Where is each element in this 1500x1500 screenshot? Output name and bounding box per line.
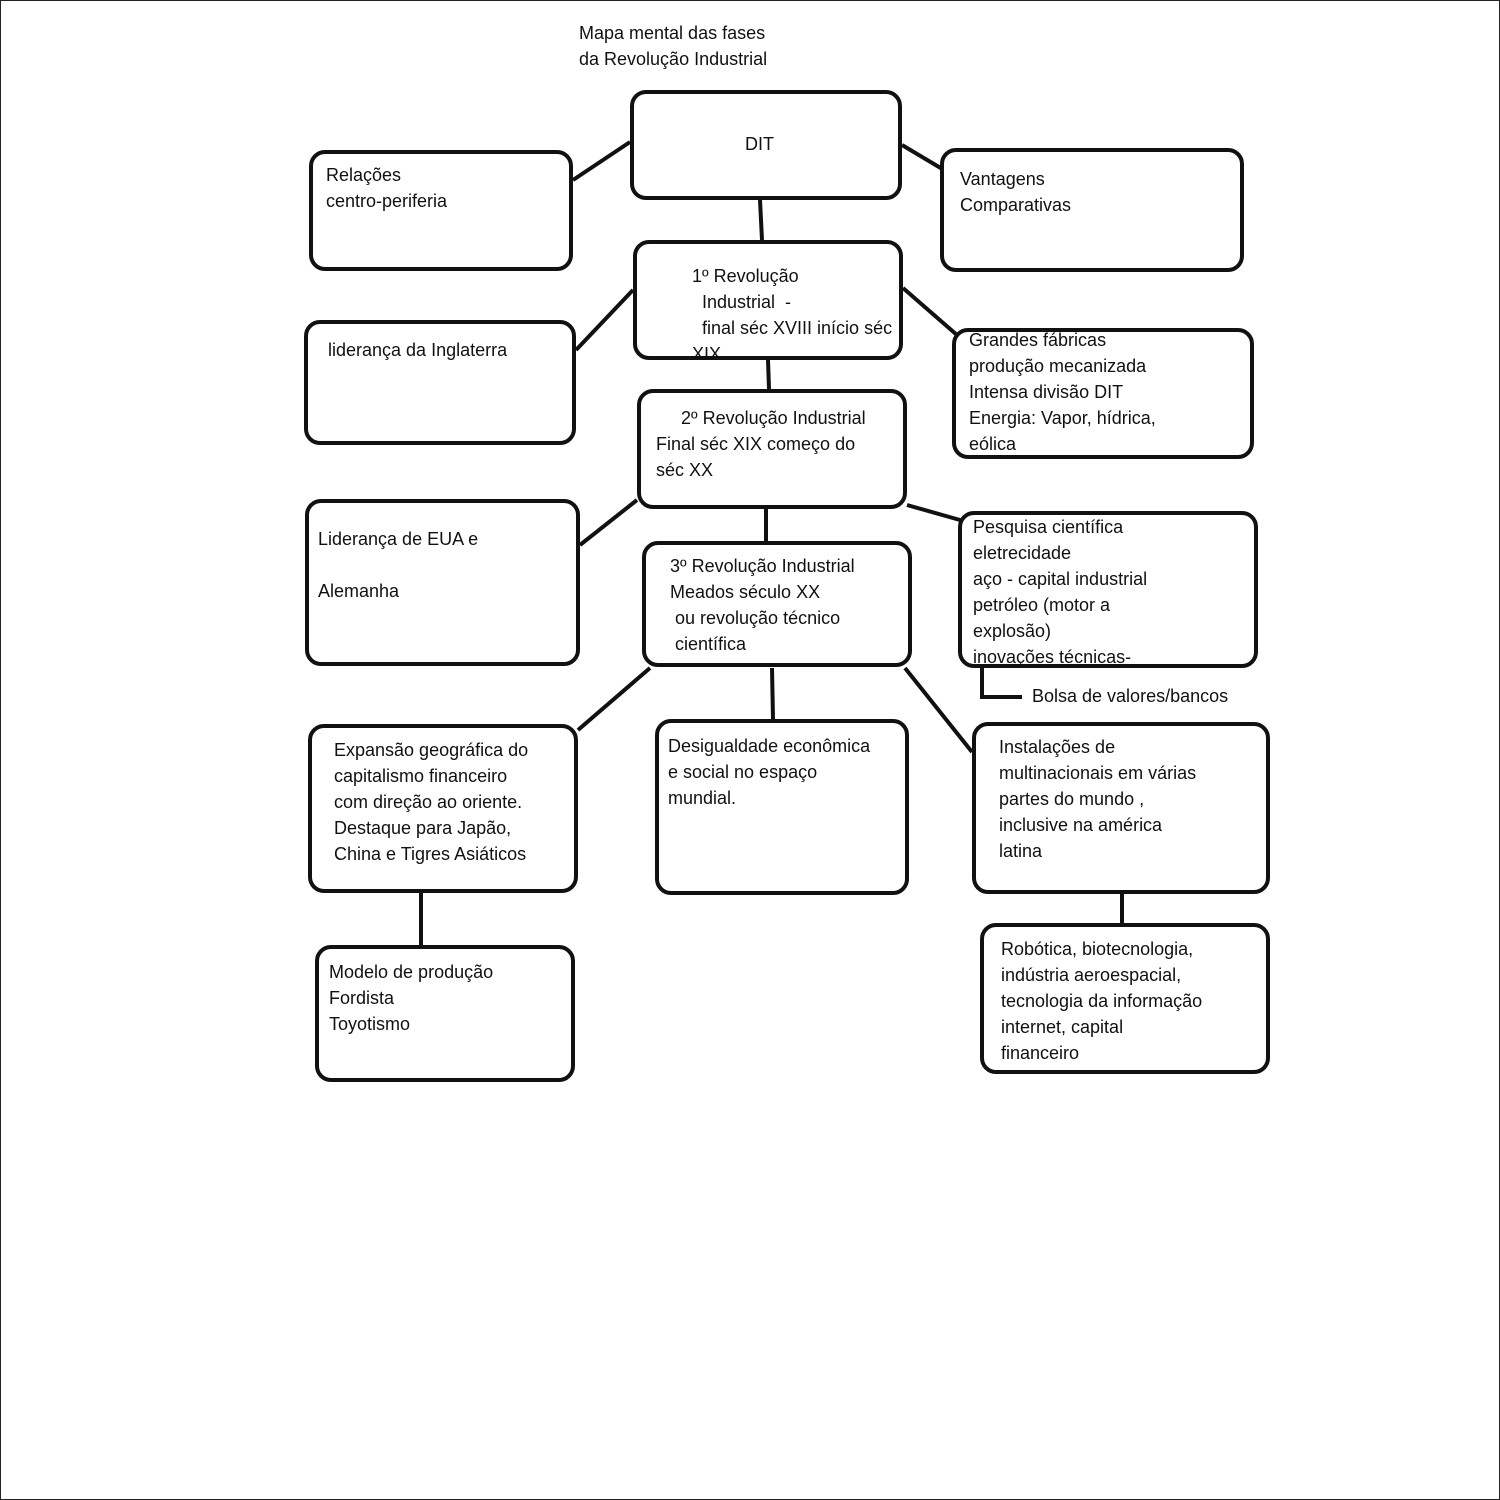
node-bolsa-text: Bolsa de valores/bancos — [1032, 686, 1229, 706]
node-relacoes — [309, 150, 573, 271]
diagram-title: Mapa mental das fases da Revolução Indus… — [579, 23, 768, 69]
node-relacoes-text: Relações centro-periferia — [326, 165, 448, 211]
link-rev3-instalacoes — [903, 666, 974, 754]
link-dit-vantagens — [900, 143, 946, 172]
node-rev2 — [637, 389, 907, 509]
link-rev1-rev2 — [766, 359, 771, 390]
node-modelo-text: Modelo de produção Fordista Toyotismo — [329, 962, 494, 1034]
link-rev1-inglaterra — [574, 288, 635, 352]
node-rev2-text: 2º Revolução Industrial Final séc XIX co… — [656, 408, 866, 480]
node-lideranca-inglaterra — [304, 320, 576, 445]
node-vantagens-text: Vantagens Comparativas — [960, 169, 1072, 215]
node-dit — [630, 90, 902, 200]
link-rev3-expansao — [576, 666, 652, 732]
link-dit-rev1 — [758, 199, 764, 241]
node-modelo — [315, 945, 575, 1082]
node-pesquisa — [958, 511, 1258, 668]
link-dit-relacoes — [571, 140, 632, 182]
link-rev2-pesquisa — [906, 503, 961, 522]
node-dit-text: DIT — [745, 134, 774, 154]
node-desigualdade — [655, 719, 909, 895]
link-rev1-fabricas — [901, 286, 959, 337]
node-instalacoes — [972, 722, 1270, 894]
node-rev1-text: 1º Revolução Industrial - final séc XVII… — [692, 266, 893, 364]
node-robotica — [980, 923, 1270, 1074]
link-rev3-desigualdade — [770, 667, 775, 720]
node-robotica-text: Robótica, biotecnologia, indústria aeroe… — [1001, 939, 1203, 1063]
node-expansao — [308, 724, 578, 893]
node-grandes-fabricas-text: Grandes fábricas produção mecanizada Int… — [969, 330, 1156, 454]
node-expansao-text: Expansão geográfica do capitalismo finan… — [334, 740, 529, 864]
node-lideranca-eua — [305, 499, 580, 666]
node-instalacoes-text: Instalações de multinacionais em várias … — [999, 737, 1197, 861]
node-grandes-fabricas — [952, 328, 1254, 459]
link-pesquisa-bolsa — [980, 668, 1022, 699]
node-vantagens — [940, 148, 1244, 272]
node-rev1 — [633, 240, 903, 360]
node-rev3 — [642, 541, 912, 667]
node-desigualdade-text: Desigualdade econômica e social no espaç… — [668, 736, 871, 808]
node-pesquisa-text: Pesquisa científica eletrecidade aço - c… — [973, 517, 1148, 667]
link-rev2-eua — [578, 498, 639, 547]
node-lideranca-eua-text: Liderança de EUA e Alemanha — [318, 529, 479, 601]
node-lideranca-inglaterra-text: liderança da Inglaterra — [328, 340, 508, 360]
node-rev3-text: 3º Revolução Industrial Meados século XX… — [670, 556, 855, 654]
